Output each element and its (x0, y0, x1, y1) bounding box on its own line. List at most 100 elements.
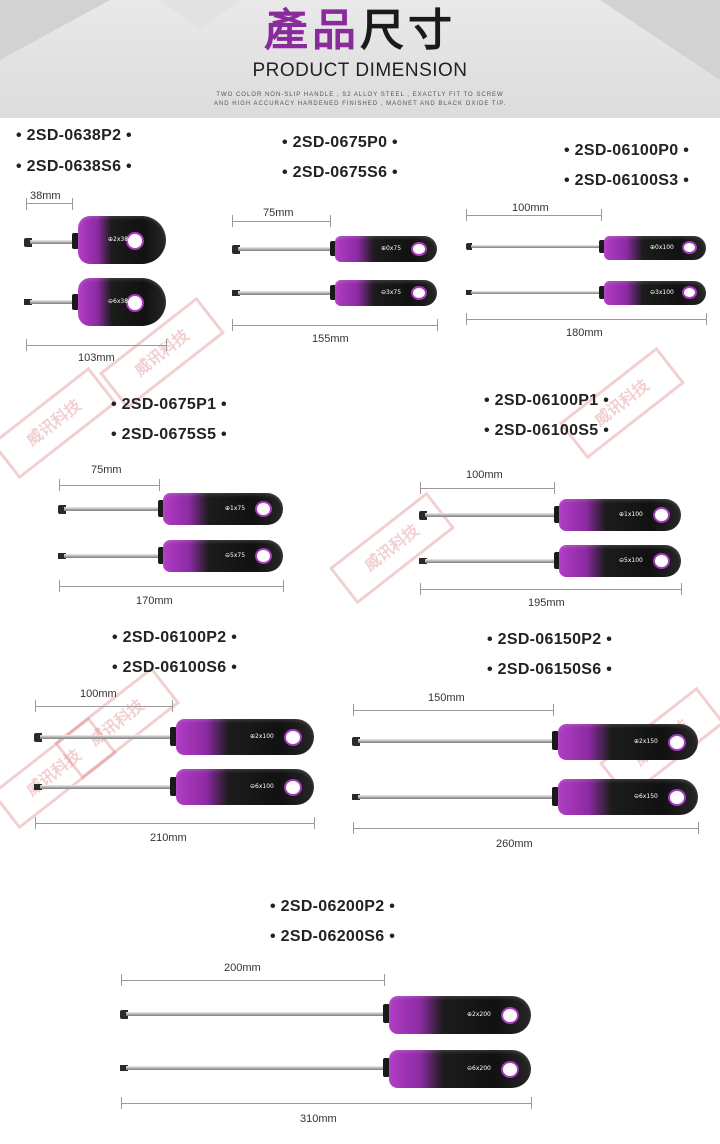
blade-length-label: 75mm (263, 207, 294, 219)
screwdriver-handle: ⊕2x200 (389, 996, 531, 1034)
screwdriver-shaft (358, 795, 556, 799)
screwdriver-shaft (238, 247, 332, 251)
blade-length-label: 100mm (80, 688, 117, 700)
header-banner: 產品尺寸 PRODUCT DIMENSION TWO COLOR NON-SLI… (0, 0, 720, 118)
screwdriver-handle: ⊕2x150 (558, 724, 698, 760)
dimension-line (466, 319, 706, 320)
size-label: ⊕0x75 (381, 245, 402, 252)
phillips-tip (352, 737, 360, 746)
screwdriver-shaft (238, 291, 332, 295)
dimension-tick (531, 1097, 532, 1109)
size-label: ⊖6x100 (250, 783, 274, 790)
model-number: • 2SD-06200P2 • (270, 898, 396, 915)
dimension-line (35, 706, 172, 707)
size-label: ⊖3x75 (381, 289, 402, 296)
blade-length-label: 150mm (428, 692, 465, 704)
handle-hang-hole (501, 1061, 519, 1078)
model-number: • 2SD-0638S6 • (16, 158, 132, 175)
dimension-line (420, 589, 681, 590)
dimension-tick (698, 822, 699, 834)
model-number: • 2SD-0675S5 • (111, 426, 227, 443)
dimension-tick (466, 209, 467, 221)
size-label: ⊕1x100 (619, 511, 643, 518)
screwdriver-collar (330, 241, 337, 256)
handle-hang-hole (653, 507, 670, 523)
handle-hang-hole (682, 286, 697, 299)
dimension-tick (172, 700, 173, 712)
dimension-tick (35, 700, 36, 712)
overall-length-label: 170mm (136, 595, 173, 607)
screwdriver-handle: ⊖5x75 (163, 540, 283, 572)
screwdriver-handle: ⊕0x75 (335, 236, 437, 262)
model-number: • 2SD-06100P0 • (564, 142, 690, 159)
model-number: • 2SD-06100S5 • (484, 422, 610, 439)
header-background-shapes (0, 0, 720, 80)
screwdriver-handle: ⊕1x75 (163, 493, 283, 525)
dimension-tick (232, 215, 233, 227)
screwdriver-shaft (40, 785, 174, 789)
handle-hang-hole (284, 779, 302, 796)
slotted-tip (466, 290, 472, 295)
screwdriver-shaft (126, 1066, 387, 1070)
size-label: ⊕2x100 (250, 733, 274, 740)
screwdriver-shaft (40, 735, 174, 739)
handle-hang-hole (284, 729, 302, 746)
screwdriver-shaft (126, 1012, 387, 1016)
phillips-tip (419, 511, 427, 520)
dimension-line (59, 586, 283, 587)
dimension-tick (437, 319, 438, 331)
phillips-tip (58, 505, 66, 514)
size-label: ⊕2x200 (467, 1011, 491, 1018)
dimension-line (353, 828, 698, 829)
model-number: • 2SD-0638P2 • (16, 127, 132, 144)
slotted-tip (34, 784, 42, 790)
dimension-line (353, 710, 553, 711)
dimension-line (121, 980, 384, 981)
slotted-tip (232, 290, 240, 296)
watermark-stamp: 威讯科技 (0, 366, 118, 480)
dimension-tick (554, 482, 555, 494)
screwdriver-collar (552, 787, 559, 806)
dimension-line (26, 345, 166, 346)
dimension-tick (330, 215, 331, 227)
handle-hang-hole (126, 294, 144, 312)
dimension-tick (59, 479, 60, 491)
description-line-2: AND HIGH ACCURACY HARDENED FINISHED , MA… (213, 101, 507, 107)
blade-length-label: 100mm (466, 469, 503, 481)
handle-hang-hole (255, 501, 272, 517)
slotted-tip (419, 558, 427, 564)
screwdriver-collar (383, 1004, 390, 1023)
screwdriver-collar (554, 506, 561, 523)
handle-hang-hole (411, 242, 427, 256)
screwdriver-collar (330, 285, 337, 300)
screwdriver-collar (554, 552, 561, 569)
size-label: ⊖6x150 (634, 793, 658, 800)
model-number: • 2SD-0675P0 • (282, 134, 398, 151)
blade-length-label: 38mm (30, 190, 61, 202)
screwdriver-collar (552, 731, 559, 750)
screwdriver-shaft (471, 245, 601, 248)
screwdriver-shaft (64, 507, 161, 511)
dimension-tick (166, 339, 167, 351)
size-label: ⊖6x200 (467, 1065, 491, 1072)
blade-length-label: 200mm (224, 962, 261, 974)
screwdriver-handle: ⊕2x38 (78, 216, 166, 264)
screwdriver-handle: ⊖3x75 (335, 280, 437, 306)
screwdriver-collar (170, 777, 177, 796)
dimension-tick (420, 482, 421, 494)
screwdriver-shaft (471, 291, 601, 294)
size-label: ⊕0x100 (650, 244, 674, 251)
slotted-tip (58, 553, 66, 559)
dimension-tick (121, 974, 122, 986)
dimension-line (420, 488, 554, 489)
model-number: • 2SD-06100S6 • (112, 659, 238, 676)
dimension-line (59, 485, 159, 486)
dimension-tick (353, 704, 354, 716)
watermark-stamp: 威讯科技 (328, 491, 456, 605)
phillips-tip (24, 238, 32, 247)
page-title-english: PRODUCT DIMENSION (252, 60, 468, 81)
dimension-line (232, 221, 330, 222)
dimension-tick (553, 704, 554, 716)
handle-hang-hole (668, 789, 686, 806)
dimension-tick (59, 580, 60, 592)
